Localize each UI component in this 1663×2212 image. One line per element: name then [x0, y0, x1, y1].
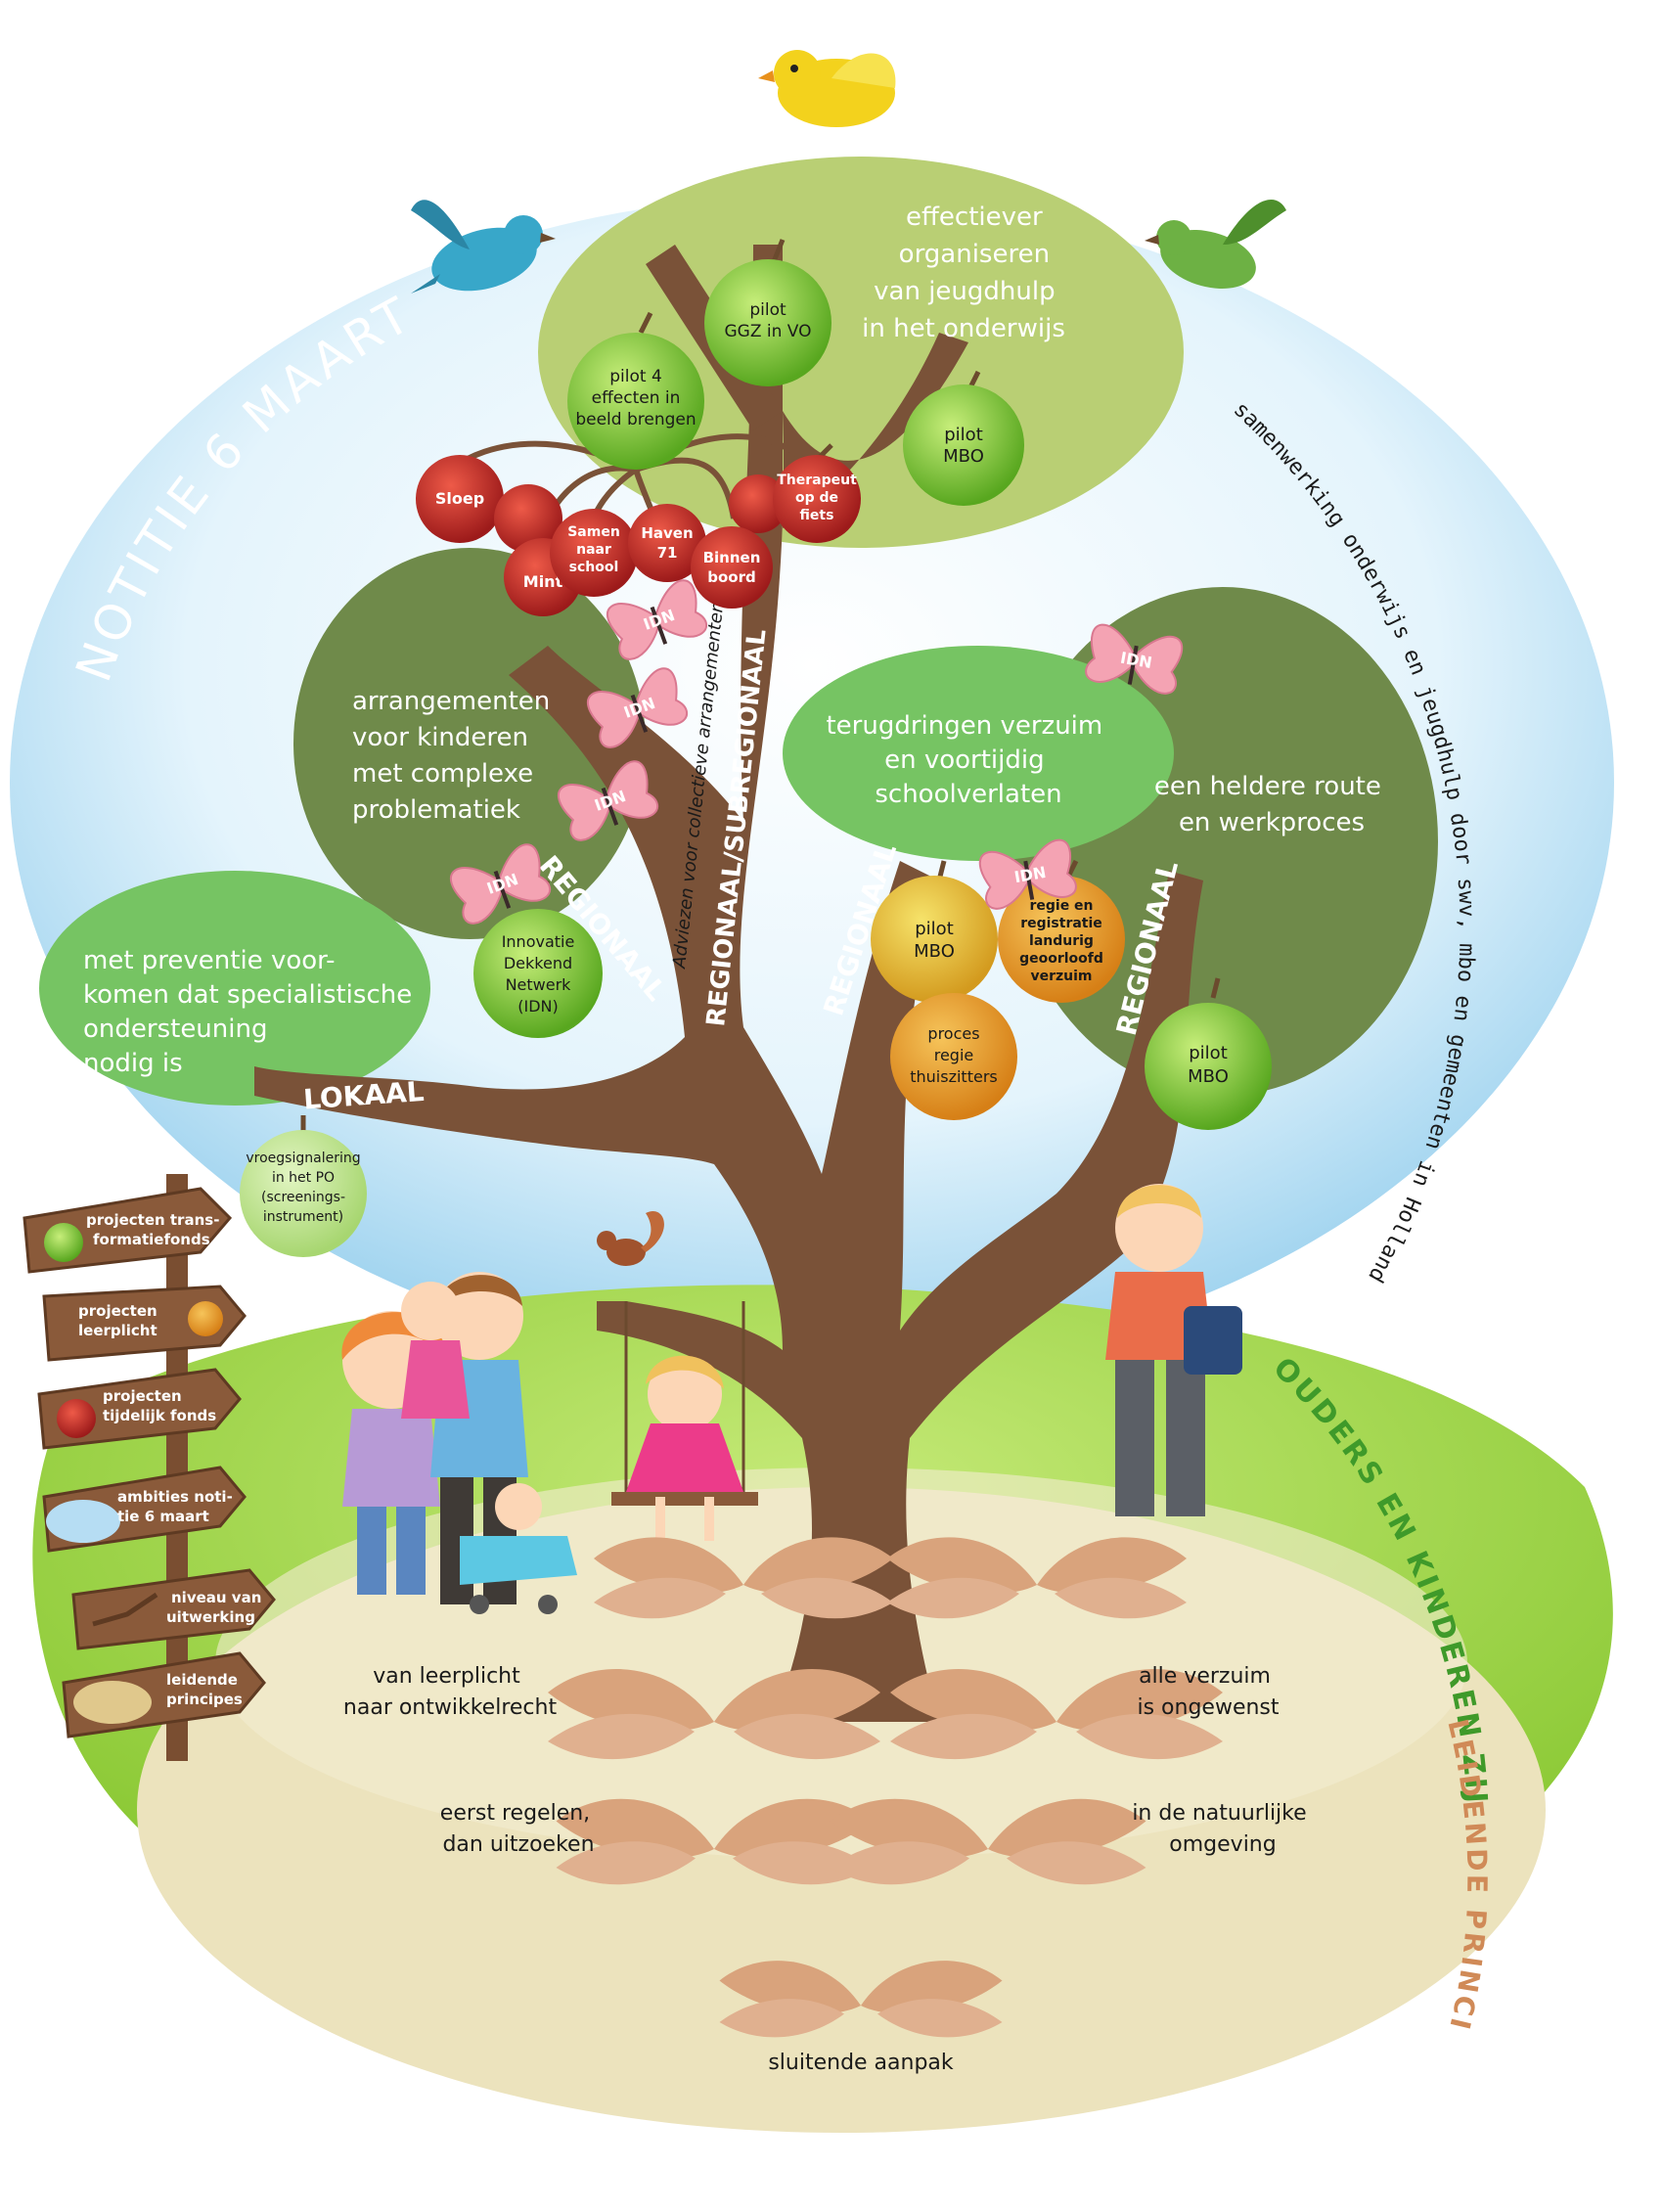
green-bird-icon — [1145, 200, 1286, 293]
principle-1: van leerplicht naar ontwikkelrecht — [343, 1664, 558, 1720]
svg-text:Mint: Mint — [523, 572, 563, 591]
crown-middle — [783, 646, 1174, 861]
principle-4: in de natuurlijke omgeving — [1132, 1801, 1313, 1857]
crown-right-text: een heldere route en werkproces — [1154, 772, 1389, 837]
butterfly-idn-6: IDN — [975, 835, 1080, 913]
butterfly-idn-5: IDN — [1082, 620, 1187, 698]
crown-lower-left-text: met preventie voor- komen dat specialist… — [83, 946, 421, 1078]
principle-3: eerst regelen, dan uitzoeken — [440, 1801, 597, 1857]
svg-text:ambities noti-tie 6 maart: ambities noti-tie 6 maart — [117, 1488, 233, 1525]
swing — [611, 1301, 758, 1506]
crown-lower-left — [39, 871, 430, 1106]
crown-middle-text: terugdringen verzuim en voortijdig schoo… — [826, 711, 1110, 809]
crown-left — [293, 548, 646, 939]
family — [341, 1272, 577, 1614]
principle-5: sluitende aanpak — [768, 2051, 954, 2075]
svg-text:Sloep: Sloep — [435, 489, 484, 508]
butterfly-idn-4: IDN — [445, 839, 555, 928]
butterfly-idn-3: IDN — [553, 756, 662, 845]
sign-1: projecten trans-formatiefonds — [22, 1187, 233, 1274]
sign-4: ambities noti-tie 6 maart — [42, 1466, 247, 1553]
svg-text:projecten trans-formatiefonds: projecten trans-formatiefonds — [86, 1211, 219, 1248]
girl-on-swing — [626, 1355, 743, 1541]
crown-left-text: arrangementen voor kinderen met complexe… — [352, 687, 559, 825]
principle-2: alle verzuim is ongewenst — [1137, 1664, 1279, 1720]
squirrel-icon — [597, 1211, 664, 1266]
butterfly-idn-2: IDN — [582, 663, 692, 752]
apple-red-extra — [494, 474, 787, 553]
blue-bird-icon — [411, 200, 556, 293]
apple-sloep: Sloep — [416, 455, 504, 543]
student — [1105, 1184, 1242, 1516]
butterfly-idn-1: IDN — [602, 575, 711, 664]
yellow-bird-icon — [758, 50, 896, 127]
crown-top-text: effectiever organiseren van jeugdhulp in… — [862, 203, 1065, 343]
